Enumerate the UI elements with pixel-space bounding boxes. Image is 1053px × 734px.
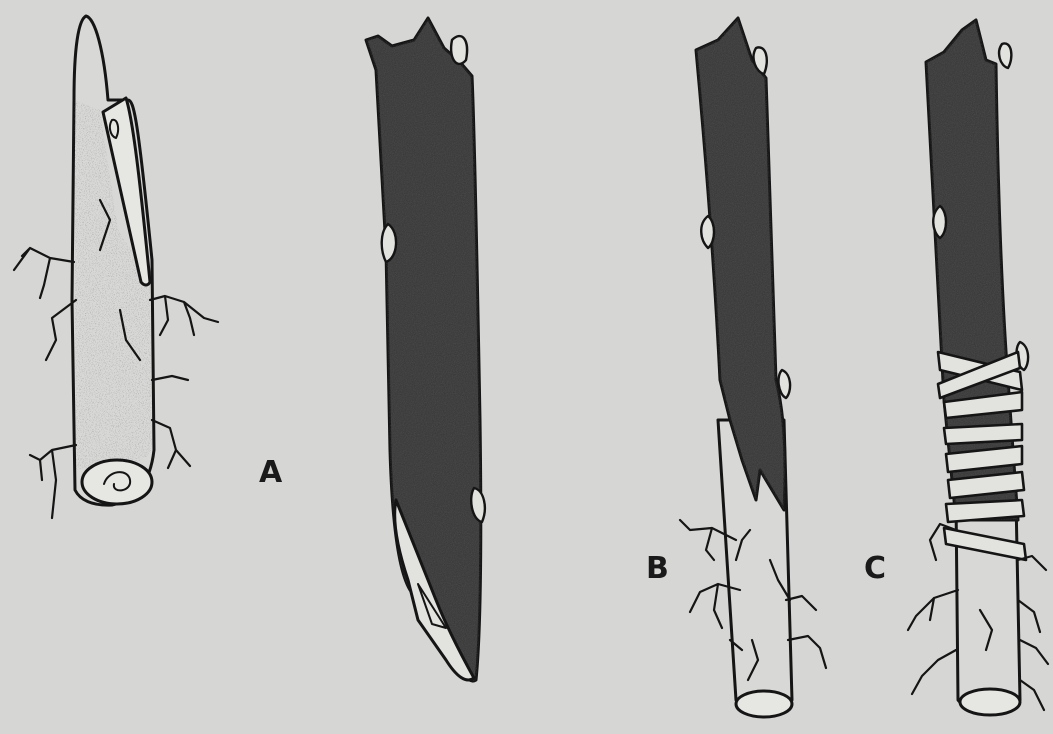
rootstock-a-bud: [110, 120, 118, 138]
figure-label-a: A: [259, 458, 282, 488]
scion-a-bud-top: [451, 36, 467, 64]
graft-c-cut-end: [960, 689, 1020, 715]
graft-c-scion-stipple: [926, 20, 1018, 520]
rootstock-a-cut-end: [82, 460, 152, 504]
graft-b-scion-stipple: [696, 18, 785, 510]
figure-label-b: B: [646, 554, 669, 584]
graft-c: [908, 20, 1048, 715]
graft-b: [680, 18, 826, 717]
graft-b-bud-low: [779, 370, 791, 398]
graft-b-cut-end: [736, 691, 792, 717]
figure-label-c: C: [864, 554, 886, 584]
scion-a: [366, 18, 485, 681]
graft-b-bud-mid: [701, 216, 714, 248]
graft-c-bud-mid: [933, 206, 946, 238]
graft-c-bud-top: [999, 43, 1011, 68]
scion-a-bud-mid: [382, 224, 396, 262]
rootstock-a: [14, 16, 218, 518]
